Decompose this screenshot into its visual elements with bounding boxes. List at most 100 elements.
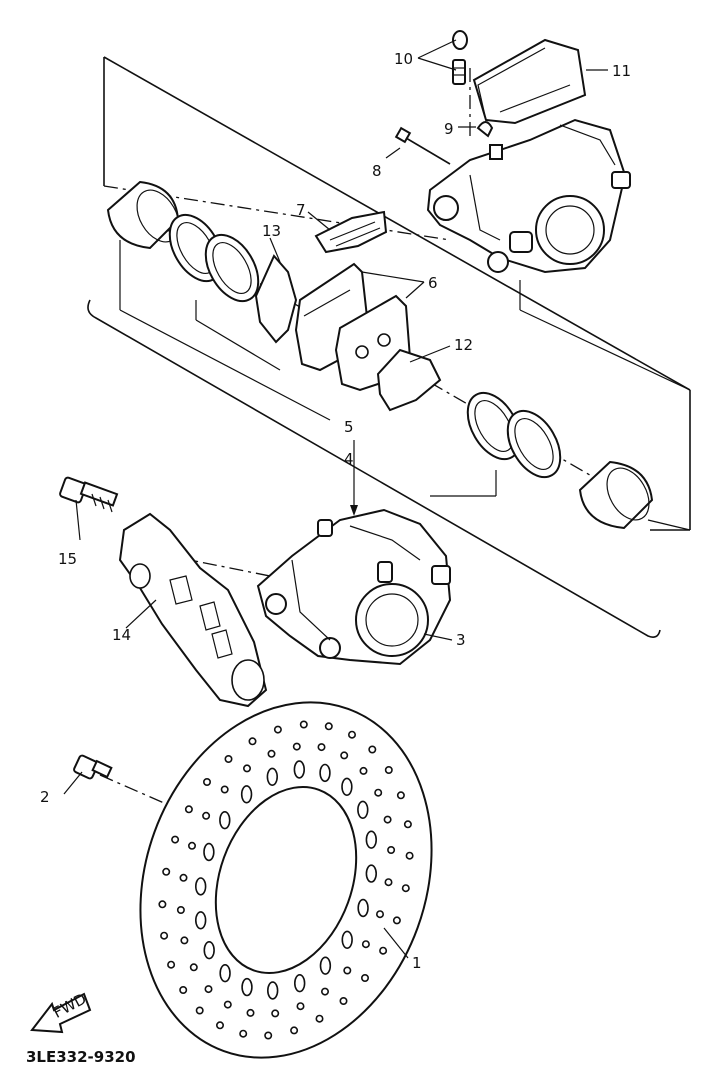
disc-hole: [203, 940, 215, 960]
disc-hole: [359, 766, 368, 775]
callout-labels: 1 2 3 4 5 6 7 8 9 10 11 12 13 14 15: [40, 50, 631, 972]
callout-14: 14: [112, 626, 131, 644]
disc-hole: [361, 940, 370, 949]
disc-vent-holes: [158, 720, 414, 1040]
disc-hole: [357, 800, 369, 819]
disc-hole: [273, 725, 282, 734]
disc-hole: [203, 842, 215, 862]
piston-right: [578, 460, 654, 530]
disc-hole: [379, 946, 388, 955]
disc-hole: [368, 745, 377, 754]
disc-hole: [162, 867, 171, 876]
disc-hole: [219, 963, 231, 983]
piston-seals-right: [466, 391, 562, 479]
disc-hole: [158, 900, 167, 909]
disc-hole: [347, 730, 356, 739]
disc-hole: [271, 1009, 280, 1018]
callout-8: 8: [372, 162, 382, 180]
disc-hole: [320, 987, 329, 996]
pad-shim-left: [254, 254, 298, 344]
disc-hole: [246, 1008, 255, 1017]
disc-hole: [204, 985, 213, 994]
disc-hole: [243, 764, 252, 773]
pad-pin: [394, 126, 451, 165]
disc-hole: [360, 973, 369, 982]
disc-hole: [264, 1031, 273, 1040]
callout-13: 13: [262, 222, 281, 240]
disc-hole: [401, 884, 410, 893]
callout-4: 4: [344, 450, 354, 468]
pad-spring: [314, 210, 388, 254]
disc-hole: [203, 777, 212, 786]
disc-hole: [180, 936, 189, 945]
callout-5: 5: [344, 418, 354, 436]
piston-seals-left: [168, 213, 260, 303]
disc-hole: [184, 805, 193, 814]
callout-15: 15: [58, 550, 77, 568]
bracket-bolt: [59, 476, 119, 513]
callout-2: 2: [40, 788, 50, 806]
leader-lines: [63, 39, 608, 959]
disc-hole: [383, 815, 392, 824]
disc-hole: [266, 767, 278, 786]
disc-hole: [317, 743, 326, 752]
forward-arrow-icon: FWD: [30, 990, 92, 1034]
callout-6: 6: [428, 274, 438, 292]
bleed-screw-and-cap: [452, 30, 468, 85]
disc-hole: [290, 1026, 299, 1035]
disc-hole: [292, 742, 301, 751]
disc-hole: [224, 754, 233, 763]
disc-hole: [343, 966, 352, 975]
drawing-code: 3LE332-9320: [26, 1048, 136, 1066]
callout-10: 10: [394, 50, 413, 68]
disc-hole: [167, 960, 176, 969]
disc-hole: [384, 765, 393, 774]
disc-hole: [374, 788, 383, 797]
disc-hole: [299, 720, 308, 729]
disc-hole: [239, 1029, 248, 1038]
disc-hole: [267, 749, 276, 758]
disc-hole: [223, 1000, 232, 1009]
disc-hole: [220, 785, 229, 794]
callout-11: 11: [612, 62, 631, 80]
assembly-frame: [87, 56, 691, 638]
disc-hole: [219, 810, 231, 830]
callout-1: 1: [412, 954, 422, 972]
disc-hole: [293, 760, 305, 779]
disc-hole: [160, 931, 169, 940]
caliper-bracket: [118, 512, 268, 708]
disc-hole: [375, 910, 384, 919]
callout-7: 7: [296, 201, 306, 219]
disc-hole: [294, 973, 306, 993]
disc-hole: [340, 751, 349, 760]
disc-hole: [241, 977, 253, 997]
disc-hole: [339, 996, 348, 1005]
brake-disc: [139, 701, 433, 1059]
disc-hole: [396, 791, 405, 800]
disc-hole: [392, 916, 401, 925]
disc-hole: [365, 830, 377, 849]
callout-9: 9: [444, 120, 454, 138]
disc-hole: [195, 911, 207, 930]
caliper-body-upper: [426, 118, 631, 274]
disc-hole: [341, 777, 353, 796]
disc-hole: [384, 878, 393, 887]
disc-hole: [319, 956, 332, 975]
disc-hole: [179, 985, 188, 994]
disc-hole: [341, 930, 353, 949]
disc-hole: [240, 785, 253, 804]
disc-hole: [202, 811, 211, 820]
disc-hole: [179, 873, 188, 882]
disc-hole: [365, 864, 377, 883]
disc-hole: [195, 1006, 204, 1015]
disc-hole: [357, 898, 369, 918]
caliper-cover: [472, 38, 587, 125]
disc-hole: [267, 981, 279, 1000]
disc-hole: [189, 963, 198, 972]
disc-hole: [319, 763, 331, 783]
disc-hole: [403, 820, 412, 829]
disc-hole: [387, 845, 396, 854]
disc-hole: [296, 1002, 305, 1011]
pad-shim-right: [376, 348, 442, 412]
